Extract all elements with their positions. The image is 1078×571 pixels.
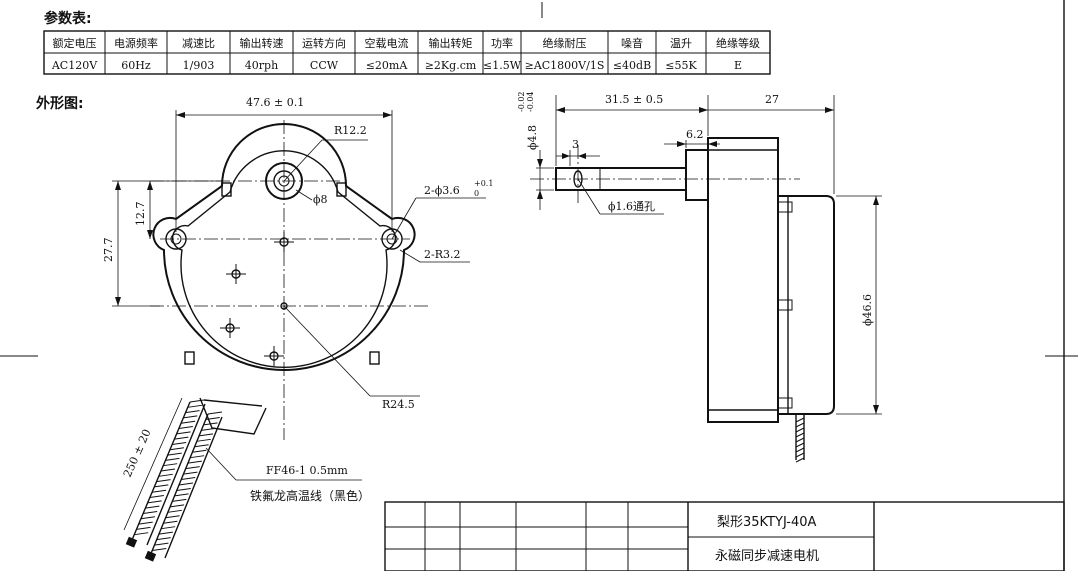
param-value-cell: 40rph — [245, 59, 278, 72]
param-value-cell: ≥AC1800V/1S — [525, 59, 605, 72]
param-header-cell: 电源频率 — [114, 36, 158, 50]
params-heading: 参数表: — [44, 10, 92, 27]
param-value-cell: ≥2Kg.cm — [425, 59, 477, 72]
dim-body-dia: ϕ46.6 — [861, 294, 874, 326]
dim-r-ear: 2-R3.2 — [424, 248, 461, 261]
dim-shaft: ϕ8 — [313, 193, 328, 206]
dim-r-top: R12.2 — [334, 124, 367, 137]
wire-spec: FF46-1 0.5mm — [266, 464, 348, 477]
param-header-cell: 减速比 — [182, 37, 215, 50]
dim-h-small: 12.7 — [134, 202, 147, 227]
param-value-cell: E — [734, 59, 742, 72]
dim-h-large: 27.7 — [102, 238, 115, 263]
dim-holes: 2-ϕ3.6 — [424, 184, 460, 197]
shaft-collar — [685, 149, 709, 201]
title-block: 梨形35KTYJ-40A 永磁同步减速电机 — [384, 501, 1065, 571]
dim-holes-tol-low: 0 — [474, 189, 479, 198]
param-header-cell: 绝缘等级 — [716, 36, 760, 50]
dim-lead: 250 ± 20 — [121, 427, 154, 479]
param-value-cell: ≤40dB — [613, 59, 651, 72]
param-header-cell: 运转方向 — [302, 36, 346, 50]
dim-shaft-dia-tol: -0.02 — [517, 91, 526, 112]
param-value-cell: CCW — [310, 59, 339, 72]
param-header-cell: 功率 — [491, 36, 513, 50]
gearbox-body — [707, 137, 779, 423]
lead-wires — [125, 399, 223, 562]
param-header-cell: 空载电流 — [365, 36, 409, 50]
param-value-cell: ≤55K — [665, 59, 697, 72]
param-value-cell: 1/903 — [183, 59, 215, 72]
param-value-cell: AC120V — [51, 59, 98, 72]
params-table: 额定电压 AC120V 电源频率 60Hz 减速比 1/903 输出转速 40rph 运转方向 C… — [43, 30, 771, 75]
dim-shaft-dia: ϕ4.8 — [526, 125, 539, 150]
param-header-cell: 绝缘耐压 — [543, 36, 587, 50]
title-model: 梨形35KTYJ-40A — [717, 515, 817, 530]
dim-width: 47.6 ± 0.1 — [246, 96, 304, 109]
dim-holes-tol: +0.1 — [474, 179, 493, 188]
param-header-cell: 输出转速 — [240, 36, 284, 50]
dim-r-body: R24.5 — [382, 398, 415, 411]
side-view: 31.5 ± 0.5 27 ϕ4.8 -0.02 -0.04 3 6.2 ϕ1.… — [517, 91, 882, 463]
title-name: 永磁同步减速电机 — [715, 549, 819, 564]
front-view: 47.6 ± 0.1 R12.2 ϕ8 2-ϕ3.6 +0.1 0 2-R3.2… — [102, 96, 493, 562]
dim-collar: 6.2 — [686, 128, 704, 141]
dim-shaft-len: 31.5 ± 0.5 — [605, 93, 663, 106]
dim-through-hole: ϕ1.6通孔 — [608, 200, 655, 213]
param-header-cell: 噪音 — [621, 36, 643, 50]
wire-desc: 铁氟龙高温线（黑色） — [250, 488, 370, 503]
outline-heading: 外形图: — [36, 95, 84, 112]
param-value-cell: ≤1.5W — [483, 59, 522, 72]
dim-shaft-dia-tol-low: -0.04 — [526, 91, 535, 112]
dim-body-depth: 27 — [765, 93, 779, 106]
param-header-cell: 输出转矩 — [429, 36, 473, 50]
housing-inner-rim — [171, 150, 397, 369]
param-value-cell: ≤20mA — [366, 59, 409, 72]
param-value-cell: 60Hz — [121, 59, 151, 72]
housing-outline — [152, 123, 416, 371]
motor-cap — [778, 195, 835, 415]
dim-hole-pos: 3 — [572, 138, 579, 151]
param-header-cell: 额定电压 — [53, 36, 97, 50]
param-header-cell: 温升 — [670, 37, 692, 50]
